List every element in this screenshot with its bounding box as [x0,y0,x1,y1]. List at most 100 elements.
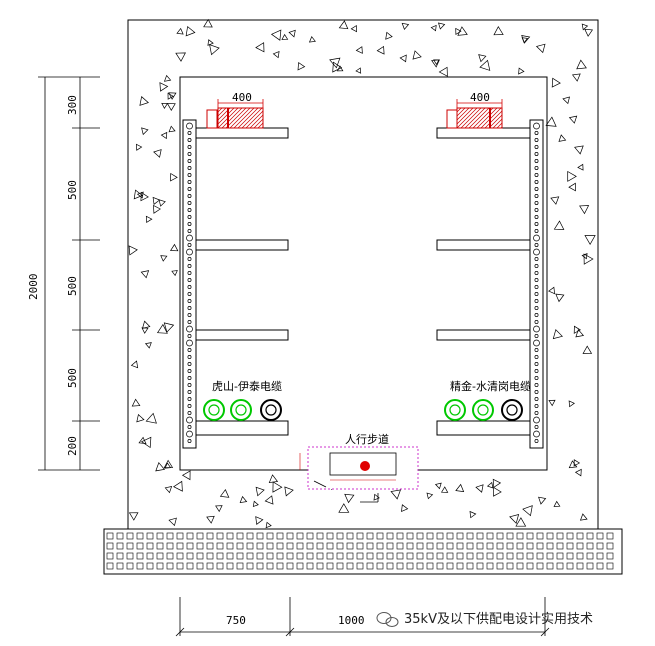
left-bracket-3 [195,329,289,341]
vertical-segment-label: 500 [66,368,79,388]
aggregate-mark [571,73,581,82]
aggregate-mark [469,510,477,519]
aggregate-mark [579,205,590,215]
aggregate-mark [164,486,173,494]
aggregate-mark [538,496,547,505]
aggregate-mark [171,270,178,277]
tray-width-dimension-left [217,99,264,108]
aggregate-mark [206,515,215,524]
aggregate-mark [270,29,282,41]
aggregate-mark [548,399,556,407]
aggregate-mark [297,61,306,71]
aggregate-mark [486,481,494,489]
aggregate-mark [136,413,145,423]
right-bracket-1 [436,127,531,139]
aggregate-mark [390,489,402,500]
aggregate-mark [440,486,449,493]
aggregate-mark [203,18,213,28]
aggregate-mark [133,189,144,200]
aggregate-mark [522,505,533,517]
aggregate-mark [163,74,172,82]
aggregate-mark [272,50,280,59]
aggregate-mark [535,43,546,54]
aggregate-mark [168,517,177,527]
aggregate-mark [161,102,169,109]
walkway [299,446,419,503]
aggregate-mark [455,483,465,493]
aggregate-mark [128,512,139,521]
walkway-label: 人行步道 [345,432,389,446]
aggregate-mark [207,39,214,46]
aggregate-mark [181,470,191,481]
aggregate-mark [553,220,565,230]
right-column-holes [533,122,540,443]
aggregate-mark [574,468,582,477]
aggregate-mark [412,50,422,60]
right-support-column [529,119,544,449]
aggregate-mark [355,67,362,74]
aggregate-mark [215,505,223,513]
right-bracket-3 [436,329,531,341]
aggregate-mark [493,25,504,36]
right-cable-group-label: 精金-水清岗电缆 [450,379,531,393]
aggregate-mark [550,196,560,205]
aggregate-mark [152,196,161,205]
aggregate-mark [168,125,176,133]
base-slab-holes [106,532,614,570]
left-cable-brackets [195,127,289,436]
aggregate-mark [355,46,363,54]
aggregate-mark [153,204,161,214]
vertical-segment-label: 500 [66,180,79,200]
aggregate-mark [158,199,166,207]
aggregate-mark [239,495,248,504]
aggregate-mark [558,134,567,142]
aggregate-mark [584,28,594,37]
aggregate-mark [168,92,177,100]
aggregate-mark [219,489,230,498]
cable-green-icon [444,399,466,421]
vertical-segment-label: 300 [66,95,79,115]
wechat-logo-icon [376,612,399,627]
aggregate-mark [141,320,151,329]
right-cable-brackets [436,127,531,436]
concrete-hatch-pattern [128,18,596,529]
right-cable-tray [446,107,503,129]
left-cable-group-label: 虎山-伊泰电缆 [212,379,282,393]
tray-width-dimension-right [456,99,503,108]
left-support-column [182,119,197,449]
horizontal-dimension-chain [175,597,550,637]
aggregate-mark [288,29,296,38]
aggregate-mark [160,255,168,262]
cable-green-icon [472,399,494,421]
aggregate-mark [579,513,588,521]
aggregate-mark [145,412,157,424]
aggregate-mark [438,66,448,77]
left-bracket-4 [195,420,289,436]
watermark-text: 35kV及以下供配电设计实用技术 [404,612,593,627]
aggregate-mark [166,103,176,111]
aggregate-mark [475,484,484,493]
aggregate-mark [281,33,289,40]
aggregate-mark [136,191,144,199]
left-cables [203,399,282,421]
cable-green-icon [230,399,252,421]
aggregate-mark [584,235,596,246]
aggregate-mark [155,462,166,472]
aggregate-mark [430,24,437,32]
aggregate-mark [478,54,487,63]
drain-point-icon [360,461,370,471]
vertical-dimension-chain [38,76,100,471]
aggregate-mark [130,360,139,369]
aggregate-mark [138,436,147,445]
aggregate-mark [457,26,468,36]
aggregate-mark [156,323,168,334]
aggregate-mark [136,143,143,151]
aggregate-mark [576,59,587,70]
aggregate-mark [577,163,584,171]
aggregate-mark [518,67,525,75]
aggregate-mark [336,65,344,72]
aggregate-mark [173,480,183,492]
aggregate-mark [141,327,149,334]
aggregate-mark [131,398,141,407]
aggregate-mark [509,514,520,524]
